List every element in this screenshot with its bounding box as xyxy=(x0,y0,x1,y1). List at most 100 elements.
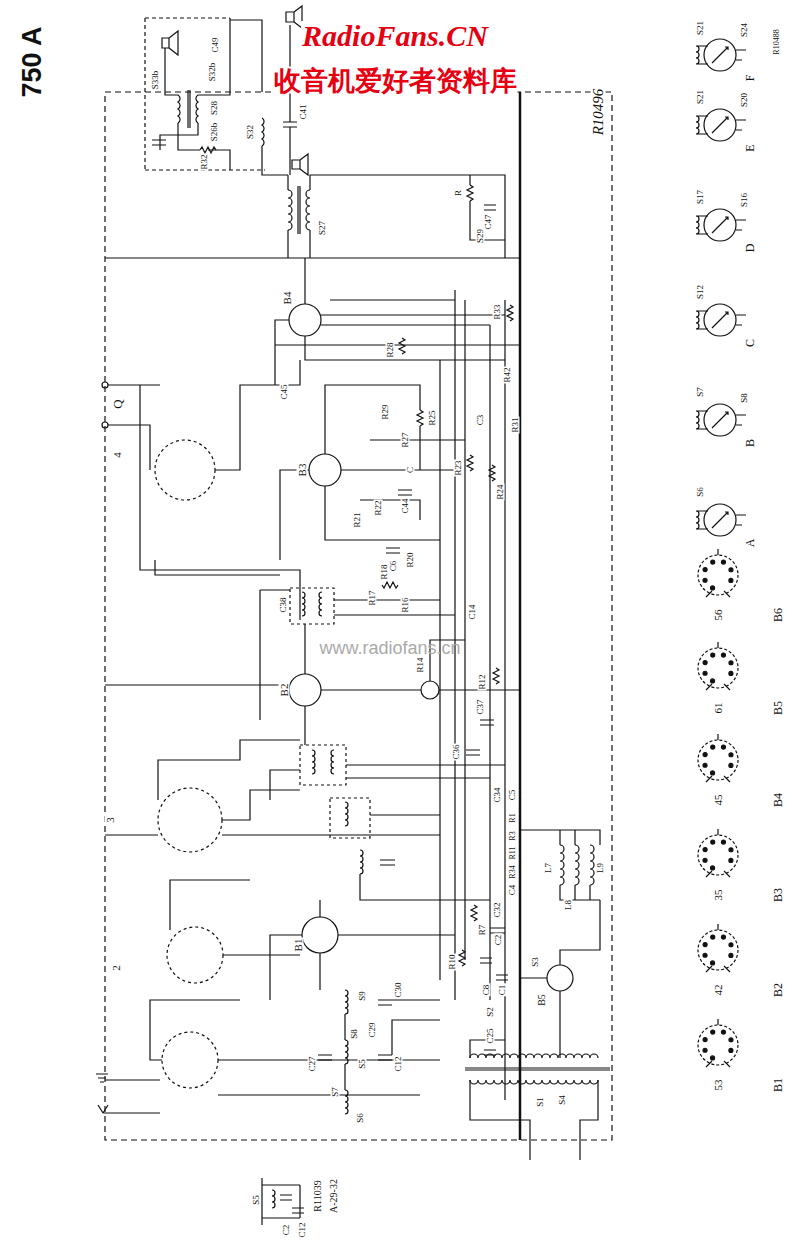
part-label: S33b xyxy=(151,70,160,91)
part-label: B2 xyxy=(279,683,290,698)
watermark: www.radiofans.cn xyxy=(318,639,461,657)
part-label: C5 xyxy=(508,789,517,802)
part-label: C xyxy=(406,466,415,474)
part-label: C8 xyxy=(482,984,491,997)
part-label: S9 xyxy=(358,990,367,1002)
part-label: R34 xyxy=(509,864,517,879)
part-label: C3 xyxy=(476,414,485,427)
part-label: S17 xyxy=(696,189,705,205)
tube-type: 56 xyxy=(713,609,724,622)
site-watermark: RadioFans.CN xyxy=(301,21,489,51)
part-label: C4 xyxy=(508,884,517,897)
part-label: C47 xyxy=(484,213,493,230)
part-label: R16 xyxy=(401,596,410,613)
drawing-number: R10496 xyxy=(591,88,606,137)
part-label: C34 xyxy=(493,786,502,803)
part-label: R11 xyxy=(509,845,517,860)
part-label: C27 xyxy=(308,1055,317,1072)
part-label: S5 xyxy=(358,1058,367,1070)
part-label: S26b xyxy=(210,122,219,143)
part-label: S27 xyxy=(318,220,327,236)
part-label: S5 xyxy=(252,1194,261,1206)
tube-base: 45 B4 xyxy=(688,720,792,815)
part-label: L9 xyxy=(596,862,605,874)
part-label: R17 xyxy=(368,589,377,606)
part-label: S3 xyxy=(531,956,540,968)
tube-base: 42 B2 xyxy=(688,910,792,1005)
part-label: S16 xyxy=(740,192,749,208)
part-label: L7 xyxy=(544,862,553,874)
part-label: S28 xyxy=(210,100,219,116)
part-label: S29 xyxy=(476,228,485,244)
part-label: C41 xyxy=(299,103,308,120)
part-label: S32 xyxy=(246,124,255,140)
tube-name: B2 xyxy=(772,982,784,998)
tube-name: B4 xyxy=(772,792,784,808)
part-label: 4 xyxy=(112,451,123,459)
part-label: B5 xyxy=(537,993,547,1007)
tube-base: 61B5 xyxy=(688,628,792,723)
part-label: S7 xyxy=(696,386,705,398)
part-label: C14 xyxy=(468,603,477,620)
tube-base: 35 B3 xyxy=(688,815,792,910)
part-label: R10 xyxy=(448,953,457,970)
part-label: 2 xyxy=(111,964,122,972)
part-label: B1 xyxy=(293,938,304,953)
part-label: R xyxy=(454,189,463,197)
part-label: S12 xyxy=(696,284,705,300)
part-label: R25 xyxy=(428,409,437,426)
part-label: Q xyxy=(111,398,124,409)
tube-type: 45 xyxy=(713,794,724,807)
tube-type: 53 xyxy=(713,1079,724,1092)
part-label: R3 xyxy=(509,830,517,841)
part-label: C1 xyxy=(498,984,507,997)
part-label: C29 xyxy=(368,1021,377,1038)
part-label: C49 xyxy=(211,36,220,53)
part-label: S21 xyxy=(696,89,705,105)
part-label: C38 xyxy=(279,596,288,613)
coil-letter: B xyxy=(744,438,756,448)
part-label: C30 xyxy=(394,981,403,998)
part-label: B4 xyxy=(282,291,293,306)
part-label: B3 xyxy=(297,463,308,478)
part-label: S1 xyxy=(536,1096,545,1108)
part-label: C2 xyxy=(282,1224,291,1237)
part-label: R29 xyxy=(381,403,390,420)
coil-letter: E xyxy=(744,143,756,152)
coil-letter: D xyxy=(744,243,756,254)
part-label: C37 xyxy=(476,698,485,715)
part-label: R10488 xyxy=(773,28,781,55)
tube-type: 61 xyxy=(713,702,724,715)
part-label: S2 xyxy=(486,1006,495,1018)
part-label: S7 xyxy=(331,1086,340,1098)
tube-name: B1 xyxy=(772,1077,784,1093)
part-label: 3 xyxy=(105,816,116,824)
part-label: L8 xyxy=(564,899,573,911)
part-label: S24 xyxy=(740,22,749,38)
part-label: S6 xyxy=(696,486,705,498)
tube-name: B3 xyxy=(772,887,784,903)
part-label: S4 xyxy=(558,1094,567,1106)
site-watermark: 收音机爱好者资料库 xyxy=(273,67,518,94)
part-label: S8 xyxy=(740,392,749,404)
part-label: C12 xyxy=(298,1221,307,1238)
tube-type: 35 xyxy=(713,889,724,902)
part-label: R28 xyxy=(386,341,395,358)
tube-base: 53 B1 xyxy=(688,1005,792,1100)
part-label: R32 xyxy=(200,153,209,170)
part-label: S21 xyxy=(696,20,705,36)
part-label: R31 xyxy=(511,416,520,433)
part-label: C25 xyxy=(486,1027,495,1044)
tube-type: 42 xyxy=(713,984,724,997)
part-label: R27 xyxy=(401,431,410,448)
part-label: R1 xyxy=(509,812,517,823)
part-label: S20 xyxy=(740,92,749,108)
part-label: R7 xyxy=(478,924,487,937)
part-label: R11039 xyxy=(313,1179,323,1212)
model-number: 750 A xyxy=(19,25,46,98)
coil-letter: F xyxy=(744,74,756,83)
part-label: C32 xyxy=(493,901,502,918)
part-label: R33 xyxy=(493,303,502,320)
part-label: C2 xyxy=(494,934,503,947)
